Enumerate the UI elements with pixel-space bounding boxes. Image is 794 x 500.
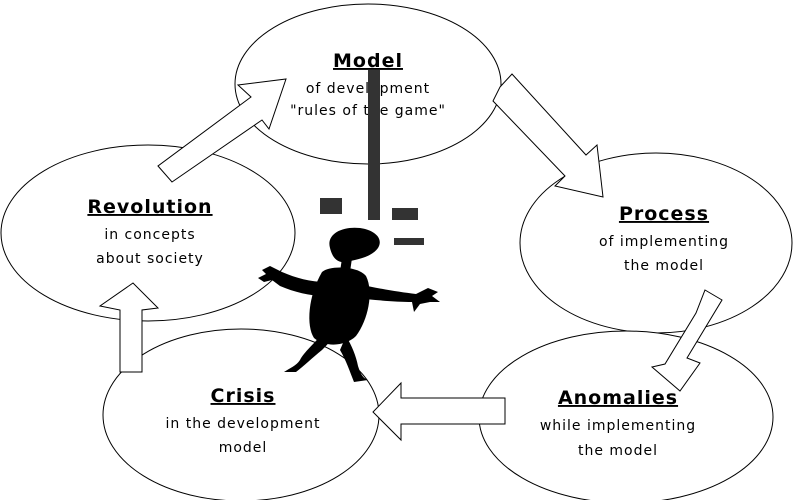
falling-block-small bbox=[394, 238, 424, 245]
falling-block-right bbox=[392, 208, 418, 220]
node-process: Process of implementing the model bbox=[519, 152, 793, 334]
node-crisis: Crisis in the development model bbox=[102, 328, 380, 500]
node-process-line1: of implementing bbox=[599, 234, 729, 250]
stick-figure-juggling-icon bbox=[258, 227, 440, 382]
falling-block-left bbox=[320, 198, 342, 214]
node-revolution-line2: about society bbox=[96, 251, 204, 267]
node-model-line1: of development bbox=[306, 81, 430, 97]
node-crisis-title: Crisis bbox=[211, 385, 276, 407]
node-crisis-line1: in the development bbox=[166, 416, 321, 432]
arrow-anomalies-to-crisis bbox=[372, 381, 506, 442]
arrow-revolution-to-model bbox=[157, 78, 287, 183]
node-model-title: Model bbox=[333, 50, 403, 72]
node-anomalies-title: Anomalies bbox=[558, 387, 678, 409]
node-crisis-line2: model bbox=[219, 440, 268, 456]
node-revolution: Revolution in concepts about society bbox=[0, 144, 296, 322]
node-anomalies: Anomalies while implementing the model bbox=[478, 330, 774, 500]
node-revolution-title: Revolution bbox=[87, 196, 212, 218]
arrow-model-to-process bbox=[492, 73, 604, 198]
node-revolution-line1: in concepts bbox=[104, 227, 195, 243]
node-process-line2: the model bbox=[624, 258, 704, 274]
node-anomalies-line2: the model bbox=[578, 443, 658, 459]
node-anomalies-line1: while implementing bbox=[540, 418, 696, 434]
node-model-line2: "rules of the game" bbox=[290, 103, 446, 119]
arrow-crisis-to-revolution bbox=[98, 282, 160, 373]
falling-bar bbox=[368, 70, 380, 220]
arrow-process-to-anomalies bbox=[650, 289, 723, 392]
node-process-title: Process bbox=[619, 203, 709, 225]
